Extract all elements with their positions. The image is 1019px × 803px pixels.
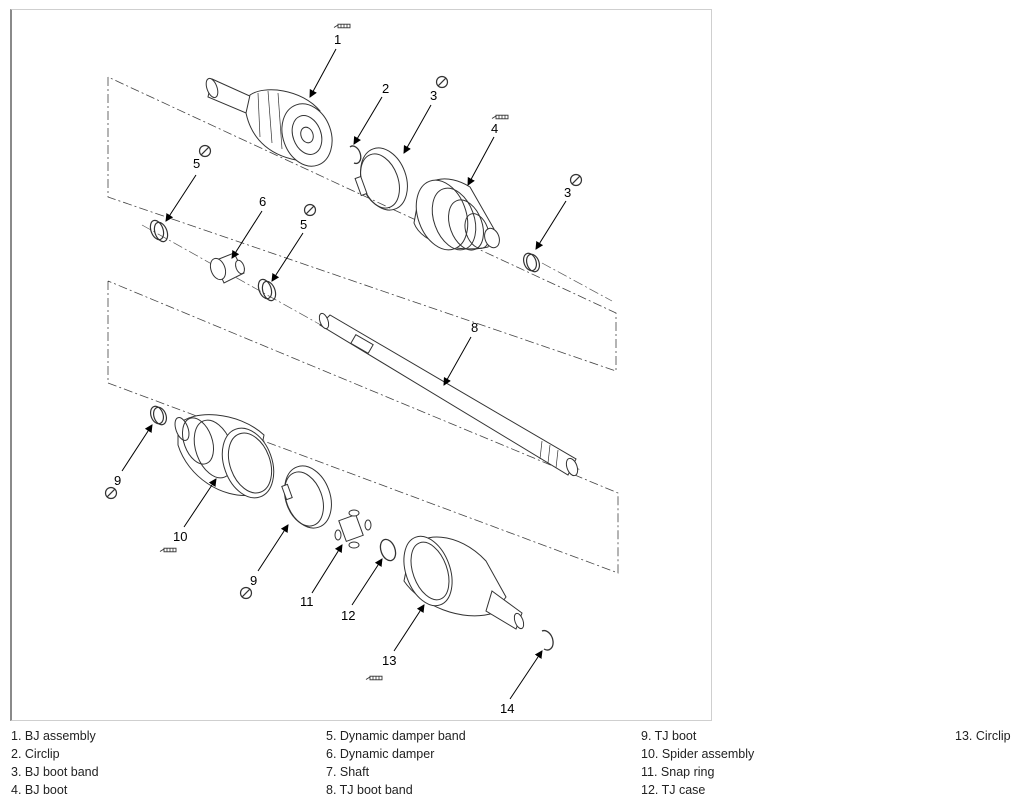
legend-item: 7. Shaft xyxy=(326,765,370,779)
legend-item: 9. TJ boot xyxy=(641,729,697,743)
legend-item: 5. Dynamic damper band xyxy=(326,729,466,743)
callout-14: 14 xyxy=(500,701,514,716)
callout-numbers: 1 2 3 4 3 5 6 5 8 9 10 9 11 12 13 14 xyxy=(114,32,571,716)
tj-case xyxy=(403,535,525,630)
callout-1: 1 xyxy=(334,32,341,47)
callout-3: 3 xyxy=(430,88,437,103)
snap-ring xyxy=(379,538,397,562)
callout-8: 8 xyxy=(471,320,478,335)
dynamic-damper-band-right xyxy=(257,278,277,302)
tj-boot xyxy=(174,414,275,499)
no-reuse-icon xyxy=(303,203,317,217)
upper-axis xyxy=(541,262,613,302)
exploded-drive-shaft-diagram: 1 2 3 4 3 5 6 5 8 9 10 9 11 12 13 14 xyxy=(10,9,712,721)
callout-leaders xyxy=(121,48,567,700)
legend-column-3: 9. TJ boot 10. Spider assembly 11. Snap … xyxy=(641,727,754,799)
callout-2: 2 xyxy=(382,81,389,96)
legend-item: 3. BJ boot band xyxy=(11,765,99,779)
legend-item: 4. BJ boot xyxy=(11,783,68,797)
circlip-tj xyxy=(541,629,554,651)
grease-icon xyxy=(333,23,351,29)
no-reuse-icon xyxy=(198,144,212,158)
no-reuse-icon xyxy=(104,486,118,500)
dynamic-damper xyxy=(209,252,245,284)
grease-icon xyxy=(159,547,177,553)
assembly-frame-upper xyxy=(107,76,617,372)
no-reuse-icon xyxy=(239,586,253,600)
callout-5-b: 5 xyxy=(300,217,307,232)
bj-boot-band xyxy=(354,147,408,211)
callout-9: 9 xyxy=(114,473,121,488)
callout-5: 5 xyxy=(193,156,200,171)
legend-column-4: 13. Circlip xyxy=(955,727,1011,745)
bj-assembly xyxy=(205,77,333,167)
legend-column-2: 5. Dynamic damper band 6. Dynamic damper… xyxy=(326,727,466,799)
diagram-canvas: 1 2 3 4 3 5 6 5 8 9 10 9 11 12 13 14 xyxy=(104,23,619,716)
shaft xyxy=(318,312,579,477)
callout-6: 6 xyxy=(259,194,266,209)
callout-12: 12 xyxy=(341,608,355,623)
legend-item: 12. TJ case xyxy=(641,783,706,797)
spider-assembly xyxy=(334,509,372,549)
legend-item: 10. Spider assembly xyxy=(641,747,755,761)
bj-boot xyxy=(413,178,500,251)
no-reuse-icon xyxy=(435,75,449,89)
circlip-bj xyxy=(349,145,362,165)
tj-boot-band-small xyxy=(149,405,168,426)
assembly-frame-lower xyxy=(107,280,619,574)
bj-boot-band-small xyxy=(522,252,541,273)
legend-item: 1. BJ assembly xyxy=(11,729,96,743)
grease-icon xyxy=(365,675,383,681)
callout-9-b: 9 xyxy=(250,573,257,588)
tj-boot-band-large xyxy=(281,465,332,529)
legend-item: 11. Snap ring xyxy=(641,765,715,779)
legend-item: 6. Dynamic damper xyxy=(326,747,435,761)
legend-item: 8. TJ boot band xyxy=(326,783,413,797)
callout-13: 13 xyxy=(382,653,396,668)
callout-10: 10 xyxy=(173,529,187,544)
callout-4: 4 xyxy=(491,121,498,136)
legend-item: 13. Circlip xyxy=(955,729,1011,743)
grease-icon xyxy=(491,114,509,120)
no-reuse-icon xyxy=(569,173,583,187)
dynamic-damper-band-left xyxy=(149,219,169,243)
callout-11: 11 xyxy=(300,594,314,609)
legend-column-1: 1. BJ assembly 2. Circlip 3. BJ boot ban… xyxy=(11,727,99,799)
callout-3-b: 3 xyxy=(564,185,571,200)
legend-item: 2. Circlip xyxy=(11,747,60,761)
